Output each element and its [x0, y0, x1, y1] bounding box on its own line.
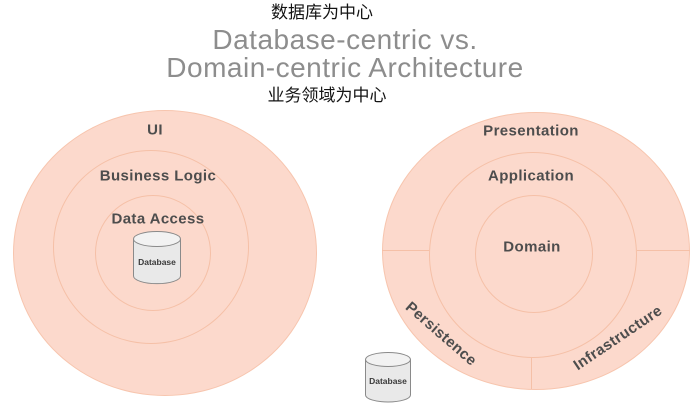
presentation-layer-label: Presentation: [483, 122, 579, 140]
right-middle-ring: [429, 152, 637, 358]
subtitle-domain-centric-zh: 业务领域为中心: [267, 86, 387, 105]
application-layer-label: Application: [487, 167, 575, 185]
business-logic-layer-label: Business Logic: [99, 167, 217, 185]
left-middle-ring: [53, 150, 249, 344]
page-title-line2: Domain-centric Architecture: [166, 52, 524, 83]
data-access-layer-label: Data Access: [111, 210, 205, 228]
right-database-label: Database: [369, 376, 407, 386]
sector-divider-right: [637, 250, 690, 251]
right-inner-ring: [475, 195, 593, 313]
database-cylinder-icon: Database: [133, 231, 181, 285]
sector-divider-left: [382, 250, 429, 251]
left-database-label: Database: [138, 257, 176, 267]
domain-layer-label: Domain: [503, 238, 561, 256]
sector-divider-bottom: [531, 358, 532, 389]
ui-layer-label: UI: [147, 121, 163, 139]
left-inner-ring: [95, 195, 211, 311]
page-title-line1: Database-centric vs.: [212, 24, 478, 55]
subtitle-database-centric-zh: 数据库为中心: [271, 3, 373, 22]
external-database-cylinder-icon: Database: [365, 352, 411, 403]
